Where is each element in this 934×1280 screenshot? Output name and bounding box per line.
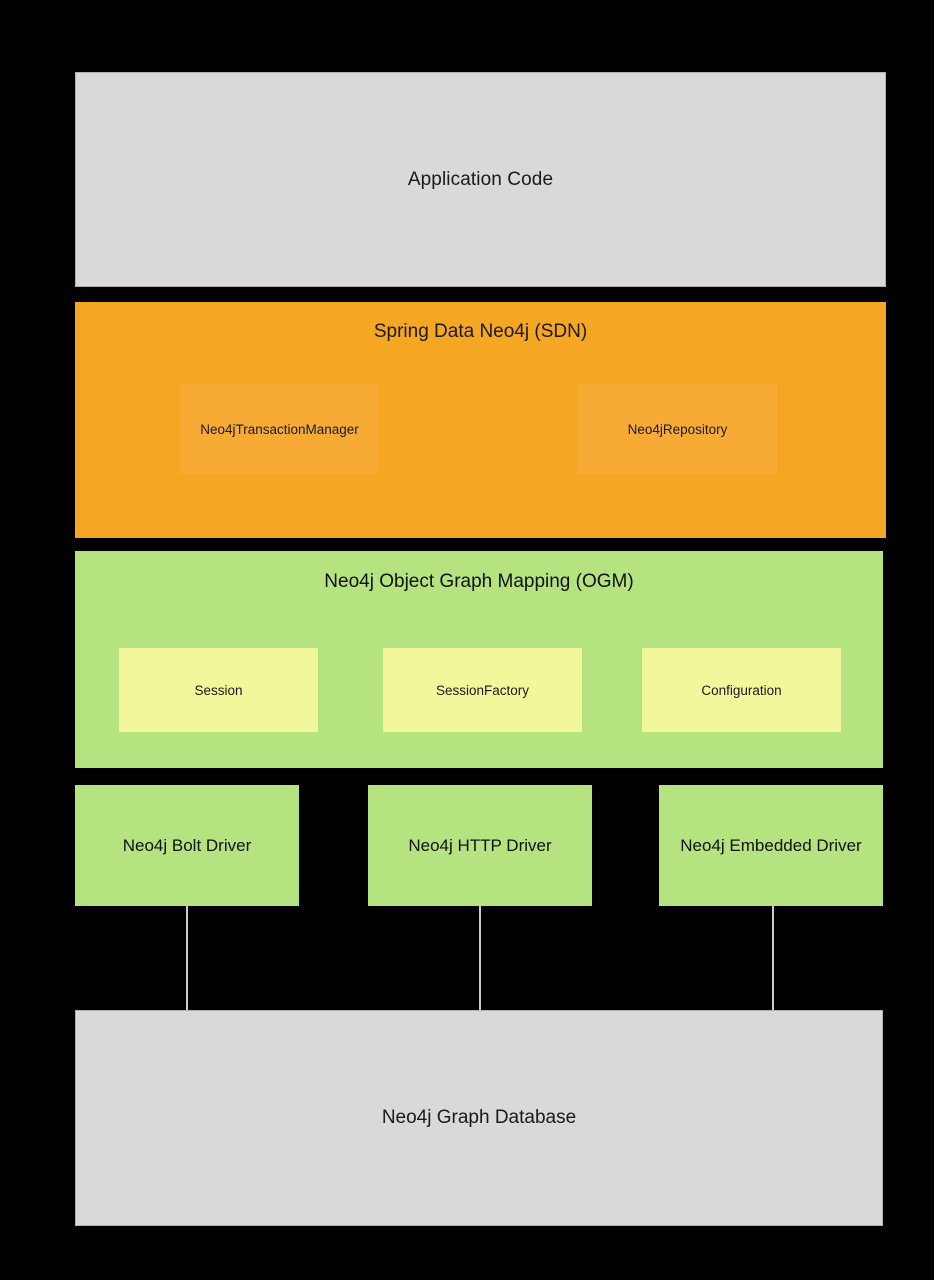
component-neo4j-bolt-driver: Neo4j Bolt Driver	[75, 785, 299, 906]
component-neo4j-repository: Neo4jRepository	[578, 384, 777, 474]
connector-embedded-to-database	[772, 906, 774, 1010]
component-configuration-label: Configuration	[701, 682, 782, 698]
component-session-factory: SessionFactory	[383, 648, 582, 732]
layer-neo4j-ogm: Neo4j Object Graph Mapping (OGM) Session…	[75, 551, 883, 768]
layer-spring-data-neo4j-label: Spring Data Neo4j (SDN)	[373, 321, 588, 342]
component-session-factory-label: SessionFactory	[435, 682, 530, 698]
component-session-label: Session	[194, 682, 243, 698]
layer-neo4j-graph-database-label: Neo4j Graph Database	[381, 1107, 577, 1128]
component-neo4j-embedded-driver-label: Neo4j Embedded Driver	[680, 835, 862, 855]
component-neo4j-transaction-manager: Neo4jTransactionManager	[180, 384, 379, 474]
component-configuration: Configuration	[642, 648, 841, 732]
component-neo4j-http-driver: Neo4j HTTP Driver	[368, 785, 592, 906]
layer-application-code-label: Application Code	[407, 168, 554, 190]
connector-http-to-database	[479, 906, 481, 1010]
layer-neo4j-graph-database: Neo4j Graph Database	[75, 1010, 883, 1226]
component-neo4j-transaction-manager-label: Neo4jTransactionManager	[200, 421, 359, 437]
layer-neo4j-ogm-label: Neo4j Object Graph Mapping (OGM)	[324, 571, 634, 592]
connector-bolt-to-database	[186, 906, 188, 1010]
component-neo4j-bolt-driver-label: Neo4j Bolt Driver	[122, 835, 252, 855]
layer-spring-data-neo4j: Spring Data Neo4j (SDN) Neo4jTransaction…	[75, 302, 886, 538]
layer-application-code: Application Code	[75, 72, 886, 287]
component-neo4j-http-driver-label: Neo4j HTTP Driver	[408, 835, 552, 855]
component-neo4j-repository-label: Neo4jRepository	[627, 421, 728, 437]
component-session: Session	[119, 648, 318, 732]
component-neo4j-embedded-driver: Neo4j Embedded Driver	[659, 785, 883, 906]
